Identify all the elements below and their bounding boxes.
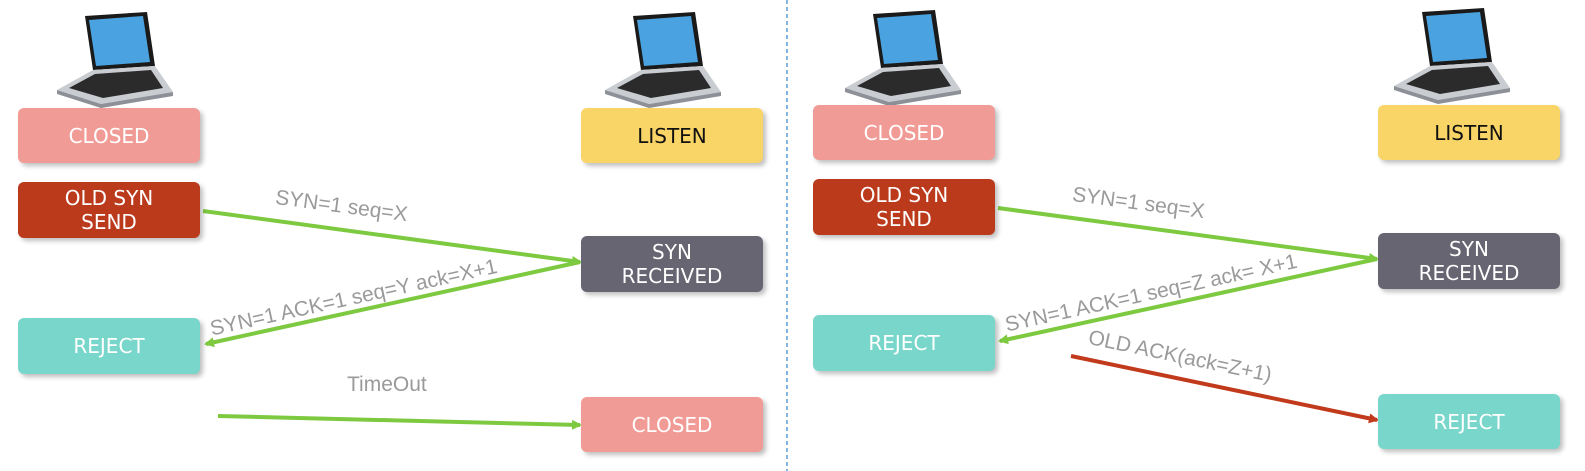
left-server-syn-received-state: SYN RECEIVED (581, 236, 763, 292)
left-server-closed-state: CLOSED (581, 397, 763, 452)
state-label: CLOSED (68, 123, 150, 148)
right-client-reject-state: REJECT (813, 315, 995, 371)
laptop-icon (845, 10, 961, 106)
laptop-icon (605, 12, 721, 108)
left-timeout-label: TimeOut (347, 373, 427, 396)
laptop-icon (57, 12, 173, 108)
state-label: SYN RECEIVED (621, 240, 723, 288)
right-old-ack-arrow (1070, 354, 1379, 424)
state-label: LISTEN (1434, 120, 1504, 145)
state-label: OLD SYN SEND (64, 186, 154, 234)
left-client-reject-state: REJECT (18, 318, 200, 374)
right-client-closed-state: CLOSED (813, 105, 995, 160)
laptop-icon (1394, 8, 1510, 104)
state-label: CLOSED (631, 412, 713, 437)
state-label: LISTEN (637, 123, 707, 148)
state-label: REJECT (73, 334, 145, 358)
right-server-syn-received-state: SYN RECEIVED (1378, 233, 1560, 289)
left-timeout-arrow (217, 414, 582, 430)
state-label: REJECT (1433, 409, 1505, 434)
left-server-listen-state: LISTEN (581, 108, 763, 163)
right-server-listen-state: LISTEN (1378, 105, 1560, 160)
state-label: SYN RECEIVED (1418, 237, 1520, 285)
state-label: CLOSED (863, 120, 945, 145)
right-syn-arrow (997, 206, 1379, 263)
left-synack-arrow (204, 260, 581, 348)
left-client-closed-state: CLOSED (18, 108, 200, 163)
right-client-old-syn-state: OLD SYN SEND (813, 179, 995, 235)
left-syn-arrow (202, 209, 582, 266)
state-label: REJECT (868, 331, 940, 355)
right-server-reject-state: REJECT (1378, 394, 1560, 449)
left-client-old-syn-state: OLD SYN SEND (18, 182, 200, 238)
right-synack-arrow (998, 257, 1378, 345)
state-label: OLD SYN SEND (859, 183, 949, 231)
